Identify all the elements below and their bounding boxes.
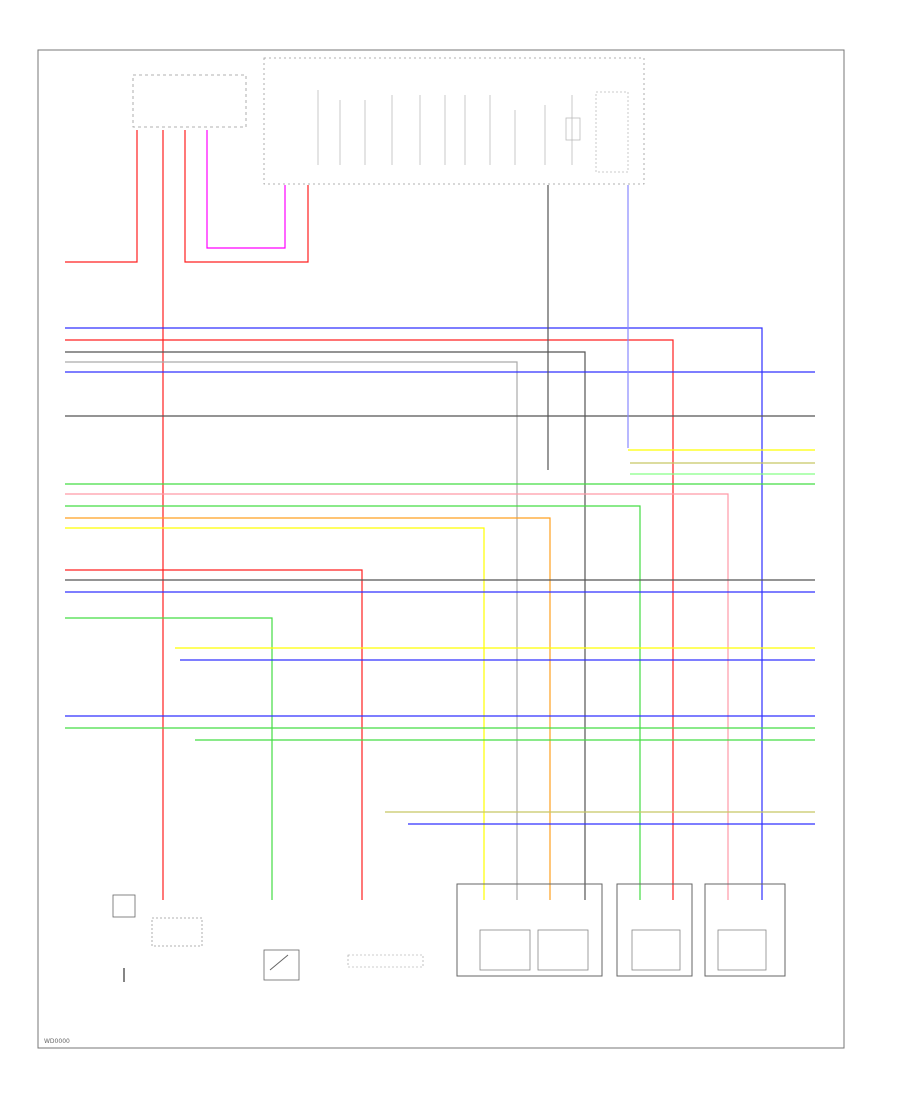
wire-pink-16	[65, 493, 729, 900]
diagram-border	[37, 49, 845, 1049]
sensor-right-icon	[537, 929, 589, 971]
wire-red-5	[65, 339, 674, 900]
wire-red-20	[65, 569, 363, 900]
wire-gray-6	[65, 351, 586, 900]
wire-yellow-19	[65, 527, 485, 900]
switch-contact	[269, 954, 289, 971]
small-switch-box	[112, 894, 136, 918]
rear-sensor-module-box	[456, 883, 603, 977]
footer-code: WD0000	[44, 1038, 70, 1045]
wire-red-2	[184, 130, 309, 263]
right-sensor-icon	[717, 929, 767, 971]
wire-lightgray-7	[65, 361, 518, 900]
switch-symbol-box	[263, 949, 300, 981]
fuse-relay-box	[263, 57, 645, 185]
left-sensor-icon	[631, 929, 681, 971]
top-left-connector-box	[132, 74, 247, 128]
sensor-left-icon	[479, 929, 531, 971]
wire-red-0	[65, 130, 138, 263]
left-sensor-module-box	[616, 883, 693, 977]
wire-blue-4	[65, 327, 763, 900]
wire-green-23	[65, 617, 273, 900]
right-sensor-module-box	[704, 883, 786, 977]
combination-sensor-connector	[151, 917, 203, 947]
wire-orange-18	[65, 517, 551, 900]
wire-magenta-3	[206, 130, 286, 249]
data-link-connector	[347, 954, 424, 968]
fuse-box-internal-lines	[317, 90, 629, 173]
wire-green-17	[65, 505, 641, 900]
wire-harness	[65, 130, 815, 900]
